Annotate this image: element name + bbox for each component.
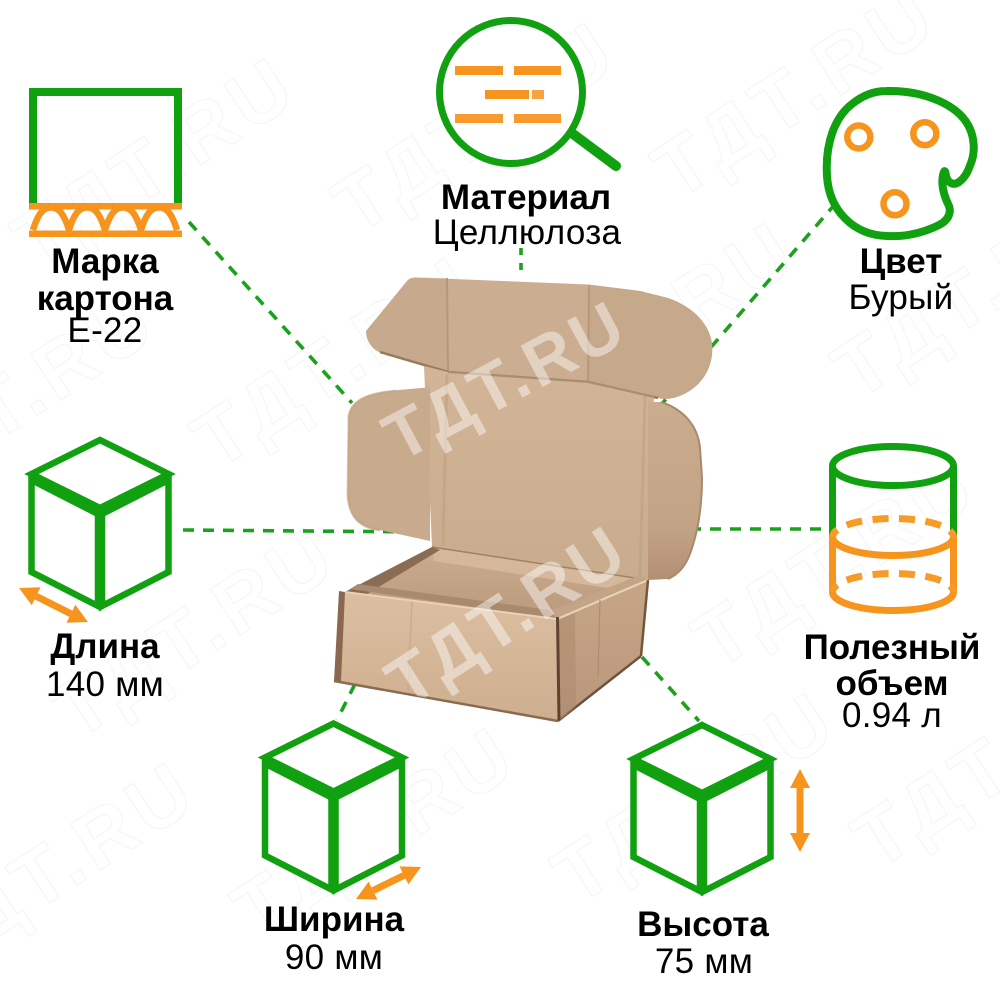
- svg-text:90 мм: 90 мм: [285, 938, 383, 977]
- svg-text:Высота: Высота: [637, 905, 769, 944]
- svg-text:Е-22: Е-22: [67, 311, 142, 350]
- svg-text:Материал: Материал: [441, 178, 611, 217]
- svg-text:140 мм: 140 мм: [46, 665, 164, 704]
- svg-text:Марка: Марка: [51, 242, 159, 281]
- svg-text:75 мм: 75 мм: [655, 942, 753, 981]
- svg-text:Бурый: Бурый: [849, 278, 954, 317]
- svg-text:0.94 л: 0.94 л: [842, 696, 942, 735]
- svg-text:Длина: Длина: [50, 627, 160, 666]
- svg-text:Ширина: Ширина: [264, 900, 405, 939]
- svg-text:Полезный: Полезный: [804, 628, 981, 667]
- svg-text:Цвет: Цвет: [860, 242, 943, 281]
- svg-text:Целлюлоза: Целлюлоза: [433, 213, 622, 252]
- svg-text:картона: картона: [37, 279, 174, 318]
- svg-text:объем: объем: [836, 664, 949, 703]
